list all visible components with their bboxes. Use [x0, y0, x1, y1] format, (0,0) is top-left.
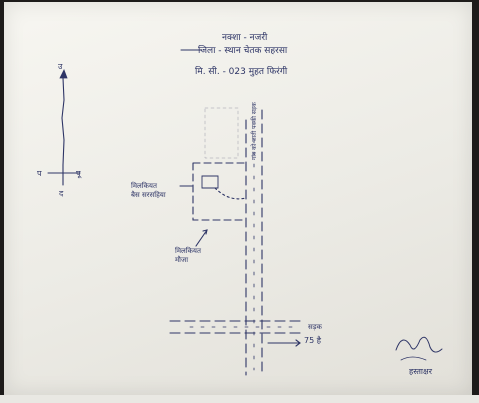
faint-upper-box	[204, 107, 239, 159]
plot-b-pointer-head	[202, 229, 208, 235]
header-line-2: जिला - स्थान चेतक सहरसा	[198, 46, 288, 56]
distance-arrow-head	[295, 339, 301, 347]
signature-mark	[400, 356, 427, 361]
plot-a-boundary	[192, 162, 247, 221]
signature-scribble	[395, 336, 443, 353]
road-bottom-label: सड़क	[308, 323, 322, 331]
signature-name: हस्ताक्षर	[409, 367, 432, 376]
plot-a-curve	[214, 187, 247, 200]
lower-paper-edge	[0, 395, 479, 403]
header-line-3: मि. सी. - 023 मुहत फिरंगी	[195, 67, 288, 77]
compass-arrow-head	[59, 69, 68, 79]
compass-north-shaft	[61, 77, 65, 166]
compass-west-label: प	[37, 169, 42, 178]
compass-south-label: द	[59, 189, 64, 198]
house-b-label: मिलकियत मौजा	[175, 247, 201, 264]
distance-label: 75 है	[304, 336, 321, 345]
plot-a-inner-box	[201, 175, 219, 189]
house-a-label: मिलकियत बैस सरसहिया	[131, 182, 166, 199]
plot-b-pointer	[195, 229, 208, 247]
header-line-1: नक्शा - नजरी	[222, 33, 268, 43]
compass-north-label: उ	[58, 62, 63, 71]
